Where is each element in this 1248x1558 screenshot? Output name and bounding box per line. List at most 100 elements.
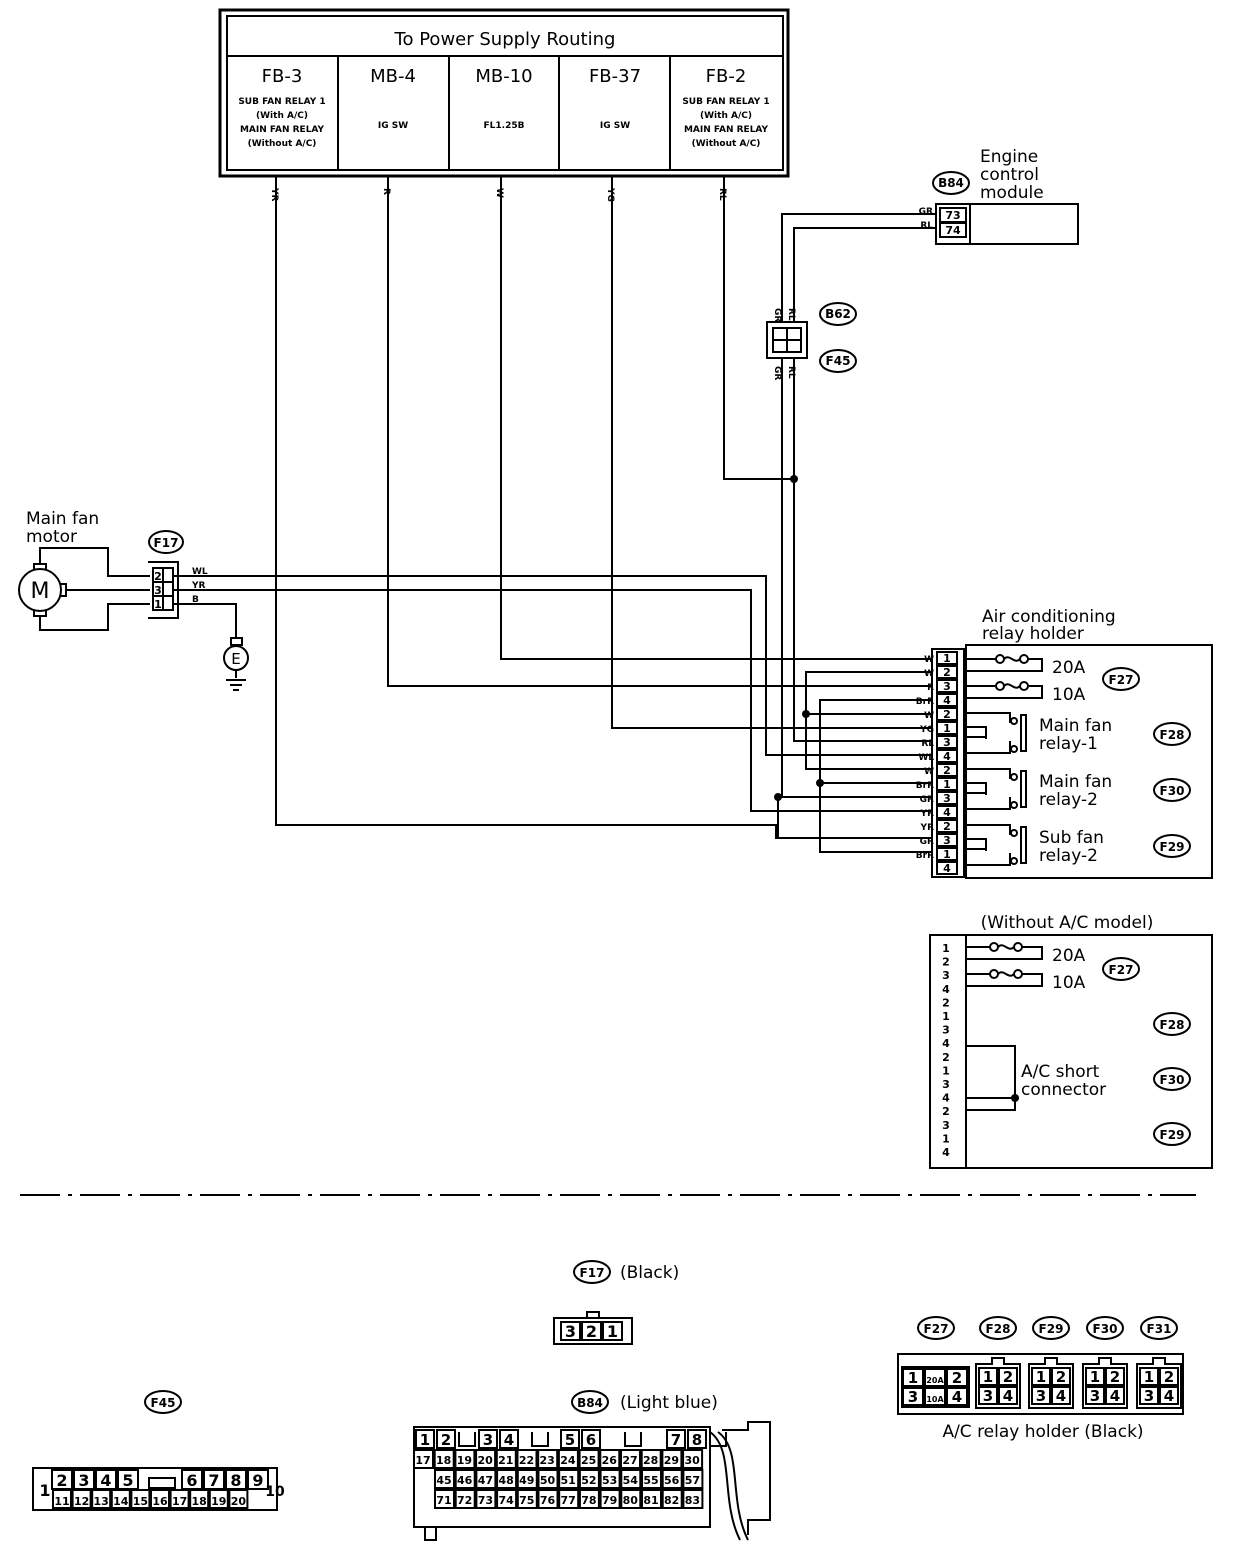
- woac-pin: 3: [942, 1024, 950, 1037]
- relay-holder-id: F30: [1093, 1322, 1118, 1336]
- ac-holder-pin: 2: [943, 820, 951, 833]
- motor-label-2: motor: [26, 527, 77, 547]
- fuse-connector-id: F27: [1109, 673, 1134, 687]
- relay-coil: [966, 838, 987, 851]
- f45-pin: 19: [211, 1495, 226, 1508]
- ac-holder-wire-label: BrR: [916, 851, 934, 861]
- power-supply-title: To Power Supply Routing: [394, 29, 616, 50]
- wire-rl-ecm: [793, 227, 936, 326]
- b84-pin: 78: [581, 1494, 596, 1507]
- ac-holder-wire-label: BrR: [916, 697, 934, 707]
- woac-pin: 4: [942, 1092, 950, 1105]
- f17-view-pin-cell: [602, 1321, 623, 1341]
- f17-wire-wl: WL: [192, 567, 208, 577]
- connector-b84-badge: [932, 171, 970, 195]
- fuse-rating: 10A: [1052, 973, 1086, 993]
- ac-holder-pin: 2: [943, 666, 951, 679]
- motor-label-1: Main fan: [26, 509, 99, 529]
- ac-holder-pin: 1: [943, 778, 951, 791]
- ac-holder-pin-cell: [936, 819, 958, 833]
- b84-pin: 46: [457, 1474, 473, 1487]
- power-cell-desc: FL1.25B: [484, 121, 525, 131]
- b84-pin: 54: [623, 1474, 639, 1487]
- wire-brr-branch: [819, 699, 936, 853]
- relay-label: relay-2: [1039, 790, 1098, 810]
- power-wire-label: YG: [605, 187, 615, 202]
- b84-pin: 24: [560, 1454, 576, 1467]
- wire-wl-f17: [208, 575, 936, 756]
- ecm-pin-74: 74: [945, 224, 961, 237]
- connector-b62: B62: [825, 307, 851, 321]
- ac-holder-pin-cell: [936, 805, 958, 819]
- b84-pin: 76: [540, 1494, 556, 1507]
- wire-yr-f17: [208, 589, 936, 812]
- b84-pin: 7: [671, 1431, 681, 1449]
- fuse-rating: 20A: [1052, 946, 1086, 966]
- b84-pin: 57: [685, 1474, 700, 1487]
- woac-pin: 4: [942, 1037, 950, 1050]
- ac-holder-wire-label: W: [924, 669, 934, 679]
- f45-pin: 12: [74, 1495, 89, 1508]
- b84-pin: 77: [561, 1494, 576, 1507]
- b84-pin: 22: [519, 1454, 534, 1467]
- f17-view-pin: 2: [586, 1322, 597, 1341]
- relay-contact-lines: [966, 768, 1011, 810]
- power-wire-label: RL: [717, 188, 727, 201]
- wire-w-mb10: [500, 176, 936, 660]
- wire-yr-fb3: [275, 176, 936, 839]
- wire-rl-down: [793, 358, 936, 742]
- power-cell-desc: SUB FAN RELAY 1: [238, 97, 325, 107]
- f45-pin: 15: [133, 1495, 148, 1508]
- ground-e: E: [231, 650, 240, 668]
- power-cell-id: MB-4: [370, 66, 416, 87]
- ac-holder-pin-cell: [936, 777, 958, 791]
- f45-pin: 10: [265, 1484, 285, 1500]
- relay-holder-id: F31: [1147, 1322, 1172, 1336]
- power-cell-desc: MAIN FAN RELAY: [240, 125, 325, 135]
- b84-pin: 56: [664, 1474, 680, 1487]
- wire-w-branch: [805, 671, 936, 770]
- f17-wire-yr: YR: [191, 581, 206, 591]
- woac-pin: 2: [942, 996, 950, 1009]
- power-cell-desc: (Without A/C): [692, 139, 761, 149]
- ac-holder-pin: 3: [943, 834, 951, 847]
- relay-holder-pin: 4: [1056, 1387, 1066, 1405]
- f45-pin: 2: [56, 1471, 67, 1490]
- relay-holder-f27-pin: 1: [908, 1369, 918, 1387]
- ac-holder-wire-label: YR: [920, 809, 935, 819]
- b84-pin: 55: [643, 1474, 658, 1487]
- b84-pin: 17: [415, 1454, 430, 1467]
- wire-yg-fb37: [611, 176, 936, 729]
- relay-holder-pin: 3: [1144, 1387, 1154, 1405]
- ac-holder-pin: 3: [943, 792, 951, 805]
- relay-holder-id: F28: [986, 1322, 1011, 1336]
- woac-pin: 1: [942, 1010, 950, 1023]
- junction-connector: B62 F45 GR RL GR RL: [766, 302, 857, 380]
- relay-contact-lines: [966, 824, 1011, 866]
- f45-pin: 16: [152, 1495, 168, 1508]
- relay-label: Main fan: [1039, 716, 1112, 736]
- f45-pin: 5: [122, 1471, 133, 1490]
- ac-holder-pin-cell: [936, 791, 958, 805]
- relay-holder-pin: 1: [1036, 1368, 1046, 1386]
- relay-label: Sub fan: [1039, 828, 1104, 848]
- b84-view-id: B84: [577, 1396, 603, 1410]
- ac-holder-pin-cell: [936, 679, 958, 693]
- b84-pin: 48: [498, 1474, 513, 1487]
- power-cell-desc: IG SW: [600, 121, 630, 131]
- ac-holder-pin-cell: [936, 665, 958, 679]
- ac-holder-pin: 4: [943, 750, 951, 763]
- ac-holder-pin: 3: [943, 736, 951, 749]
- woac-pin: 3: [942, 1078, 950, 1091]
- woac-connector-id: F28: [1160, 1018, 1185, 1032]
- b84-pin: 26: [602, 1454, 618, 1467]
- ac-holder-pin: 3: [943, 680, 951, 693]
- ac-holder-wire-label: W: [924, 711, 934, 721]
- ac-holder-pin: 1: [943, 848, 951, 861]
- woac-pin: 1: [942, 1064, 950, 1077]
- f17-view-pin: 1: [607, 1322, 618, 1341]
- ac-holder-pin: 2: [943, 708, 951, 721]
- ac-holder-pin: 4: [943, 694, 951, 707]
- relay-holder-id: F27: [924, 1322, 949, 1336]
